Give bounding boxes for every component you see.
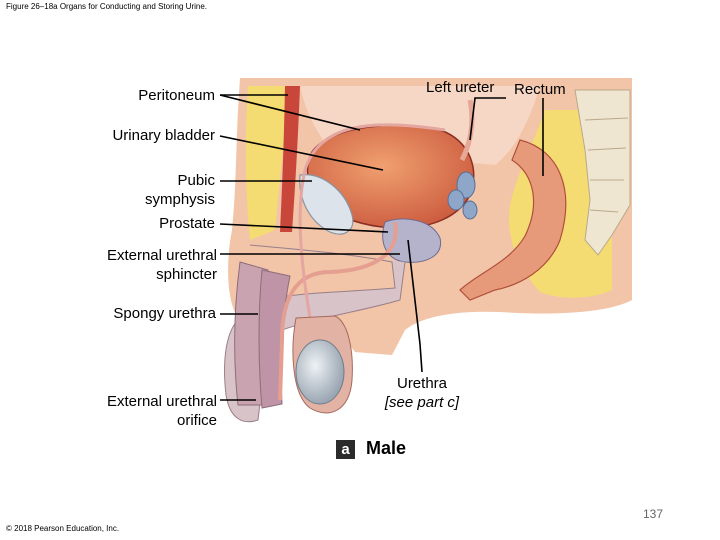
sacrum — [574, 89, 631, 256]
rectum-shape — [459, 139, 567, 301]
label-pubic-symphysis: Pubic symphysis — [144, 172, 215, 208]
urethra-tube — [278, 221, 398, 401]
sacral-segments — [584, 117, 629, 213]
label-external-urethral-orifice: External urethral orifice — [106, 393, 217, 429]
panel-title: Male — [366, 438, 407, 458]
leader-lines — [219, 94, 544, 401]
label-rectum: Rectum — [514, 81, 566, 98]
ductus-deferens — [298, 123, 446, 331]
label-spongy-urethra: Spongy urethra — [113, 305, 216, 322]
abdominal-muscle — [280, 86, 300, 232]
label-urethra-note: [see part c] — [384, 394, 460, 411]
label-left-ureter: Left ureter — [426, 79, 495, 96]
label-urethra: Urethra — [396, 375, 448, 392]
copyright-notice: © 2018 Pearson Education, Inc. — [6, 524, 120, 533]
pubic-symphysis-shape — [299, 174, 354, 235]
panel-letter-badge: a — [336, 440, 355, 459]
label-external-urethral-sphincter: External urethral sphincter — [106, 247, 217, 283]
fat-layer-anterior — [245, 86, 290, 240]
label-urinary-bladder: Urinary bladder — [112, 127, 215, 144]
page-number: 137 — [643, 507, 664, 521]
corpus-spongiosum — [258, 269, 291, 409]
label-peritoneum: Peritoneum — [138, 87, 215, 104]
figure-caption: Figure 26–18a Organs for Conducting and … — [6, 2, 208, 11]
testis — [295, 339, 345, 405]
label-prostate: Prostate — [159, 215, 215, 232]
seminal-vesicles — [447, 171, 478, 220]
